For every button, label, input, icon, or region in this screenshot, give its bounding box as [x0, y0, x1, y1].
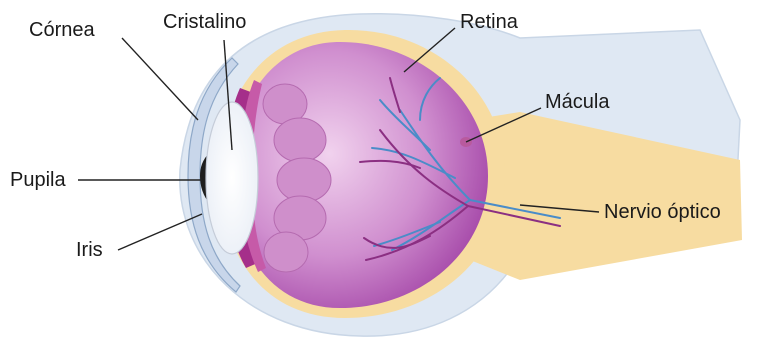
label-pupila: Pupila [10, 169, 66, 191]
label-retina: Retina [460, 11, 519, 33]
label-iris: Iris [76, 239, 103, 261]
label-nervio: Nervio óptico [604, 201, 721, 223]
label-cristalino: Cristalino [163, 11, 246, 33]
leader-cornea [122, 38, 198, 120]
label-cornea: Córnea [29, 19, 95, 41]
label-macula: Mácula [545, 91, 610, 113]
lens-cristalino [206, 102, 258, 254]
